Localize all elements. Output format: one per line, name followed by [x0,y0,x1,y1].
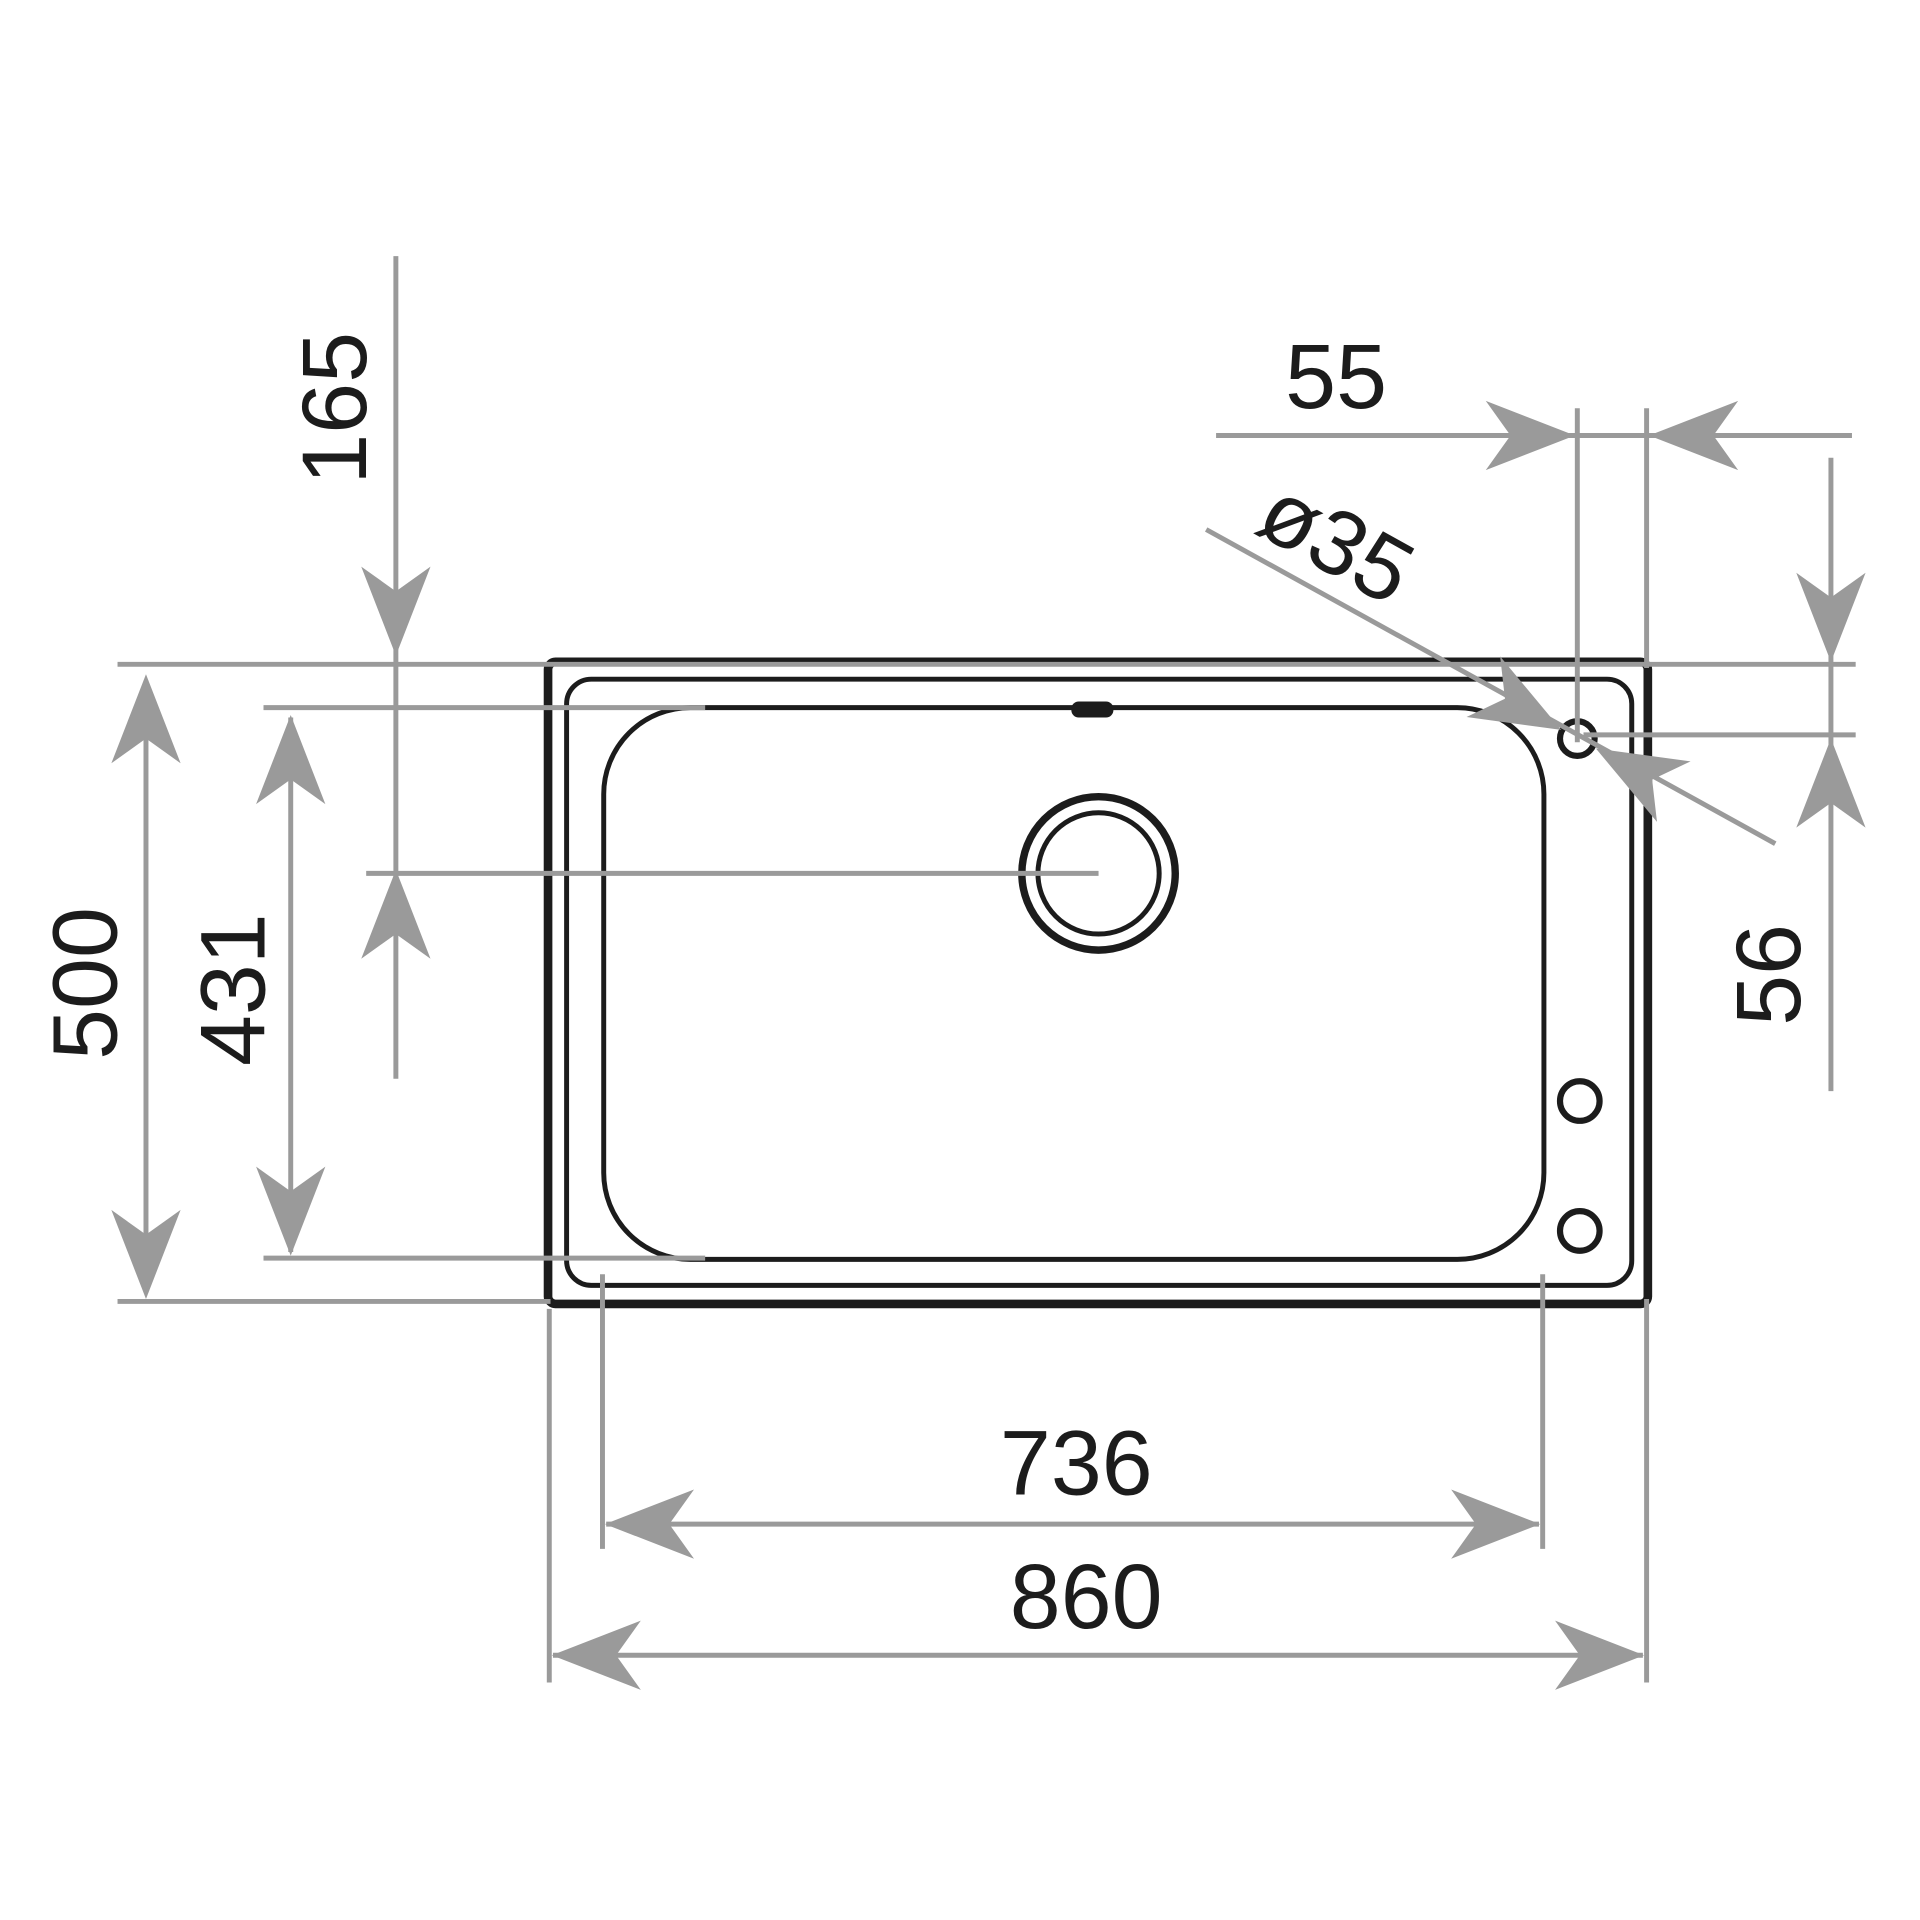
arrowhead [361,566,431,656]
arrowhead [256,715,326,805]
arrowhead [1796,572,1866,662]
accessory-hole-1 [1556,1078,1603,1124]
arrowhead [1451,1489,1541,1559]
accessory-hole-2 [1556,1208,1603,1254]
arrowhead [1595,748,1691,822]
arrowhead [1485,400,1575,471]
overflow-slot [1071,701,1114,718]
label-diameter: ø35 [1243,459,1430,625]
arrowhead [111,674,181,764]
arrowhead [551,1620,641,1690]
sink-bowl [601,705,1547,1262]
label-165: 165 [284,332,386,485]
dim-line-diameter [1204,527,1777,846]
label-736: 736 [1000,1412,1153,1514]
label-56: 56 [1718,924,1820,1026]
label-55: 55 [1285,326,1387,428]
sink-outer-edge [543,657,1653,1309]
arrowhead [1555,1620,1645,1690]
arrowhead [1649,400,1739,471]
dimension-labels: 165 500 431 736 860 55 56 ø35 [34,326,1820,1648]
dimension-arrows [111,400,1866,1690]
dimension-lines [117,256,1856,1683]
label-431: 431 [183,913,285,1066]
sink-rim [564,676,1635,1288]
arrowhead [361,869,431,959]
arrowhead [111,1209,181,1299]
arrowhead [1466,656,1562,730]
label-860: 860 [1010,1546,1163,1648]
label-500: 500 [34,907,136,1060]
arrowhead [256,1166,326,1256]
sink-outline [543,657,1653,1309]
arrowhead [1796,738,1866,828]
arrowhead [604,1489,695,1559]
